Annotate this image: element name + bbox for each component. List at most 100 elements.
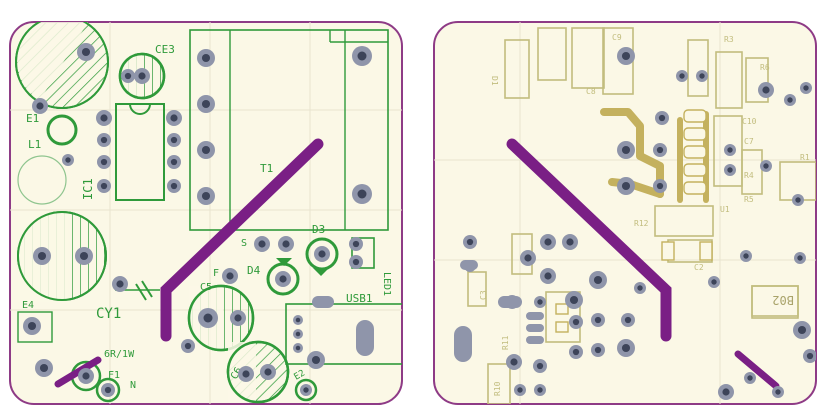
usb-shield-pad [356,320,374,356]
label-ce3: CE3 [155,43,175,56]
right-board: D1 C9 C8 R3 C10 C7 R4 R5 R1 R6 U1 R12 C2… [433,21,817,405]
pad-hole [79,251,89,261]
pad-hole [727,167,733,173]
pad-hole [621,145,631,155]
b02-marking [751,285,799,317]
pad-hole [36,102,44,110]
pad-hole [170,182,178,190]
pad-hole [621,181,631,191]
label-c3: C3 [479,290,488,300]
label-u1: U1 [720,205,730,214]
label-6r-1w: 6R/1W [104,349,135,360]
right-jumpers [506,138,780,390]
pad-hole [572,348,580,356]
pad-hole [65,157,71,163]
label-r3: R3 [724,35,734,44]
pad-hole [544,238,552,246]
right-smd-pads [555,109,713,333]
smd-pad [526,312,544,320]
label-led1: LED1 [381,272,392,296]
smd-pad [460,260,478,270]
pad-hole [466,238,474,246]
pad-hole [594,346,602,354]
left-pads [23,43,374,397]
pad-hole [170,114,178,122]
pad-hole [743,253,749,259]
pad-hole [27,321,37,331]
left-jumpers [54,138,324,388]
pad-hole [569,295,579,305]
pad-hole [357,51,367,61]
label-b02: B02 [772,293,794,307]
pad-hole [711,279,717,285]
capacitor-c6 [226,340,290,404]
pad-hole [104,386,112,394]
ic1-body [115,103,165,201]
pad-hole [39,363,49,373]
pad-hole [124,72,132,80]
right-pads [454,47,816,400]
pad-hole [282,240,290,248]
label-c2: C2 [694,263,704,272]
smd-pad [526,324,544,332]
pad-hole [544,272,552,280]
pad-hole [787,97,793,103]
capacitor-large-top [15,22,109,109]
pad-hole [37,251,47,261]
pad-hole [258,240,266,248]
pad-hole [138,72,146,80]
pad-hole [594,316,602,324]
pad-hole [170,136,178,144]
pad-hole [203,313,213,323]
pad-hole [201,53,211,63]
pad-hole [517,387,523,393]
pad-hole [537,387,543,393]
led1-outline [351,237,375,269]
capacitor-e1 [46,114,78,146]
pad-hole [226,272,234,280]
label-usb1: USB1 [346,292,373,305]
pad-hole [184,342,192,350]
pad-hole [116,280,124,288]
pad-hole [747,375,753,381]
smd-pad [498,296,522,308]
label-d3: D3 [312,223,325,236]
inductor-l1 [17,155,67,205]
pad-hole [279,275,287,283]
label-r4: R4 [744,171,754,180]
pad-hole [537,299,543,305]
pad-hole [100,158,108,166]
transformer-t1 [189,29,389,231]
label-r11: R11 [501,335,510,350]
label-c5: C5 [200,282,212,293]
e4-outline [17,311,53,343]
label-c9: C9 [612,33,622,42]
pad-hole [234,314,242,322]
pad-hole [201,99,211,109]
pad-hole [242,370,250,378]
pad-hole [524,254,532,262]
pad-hole [795,197,801,203]
pad-hole [775,389,781,395]
pad-hole [797,325,807,335]
pad-hole [303,387,309,393]
label-r12: R12 [634,219,649,228]
pad-hole [797,255,803,261]
pad-hole [352,240,360,248]
pad-hole [536,362,544,370]
pad-hole [803,85,809,91]
label-ic1: IC1 [81,178,95,200]
pad-hole [100,182,108,190]
pad-hole [679,73,685,79]
pad-hole [658,114,666,122]
pad-hole [81,47,91,57]
pad-hole [318,250,326,258]
pad-hole [201,145,211,155]
smd-pad [526,336,544,344]
pad-hole [762,86,770,94]
label-n: N [130,380,136,391]
label-e1: E1 [26,112,39,125]
pad-hole [572,318,580,326]
pad-hole [352,258,360,266]
